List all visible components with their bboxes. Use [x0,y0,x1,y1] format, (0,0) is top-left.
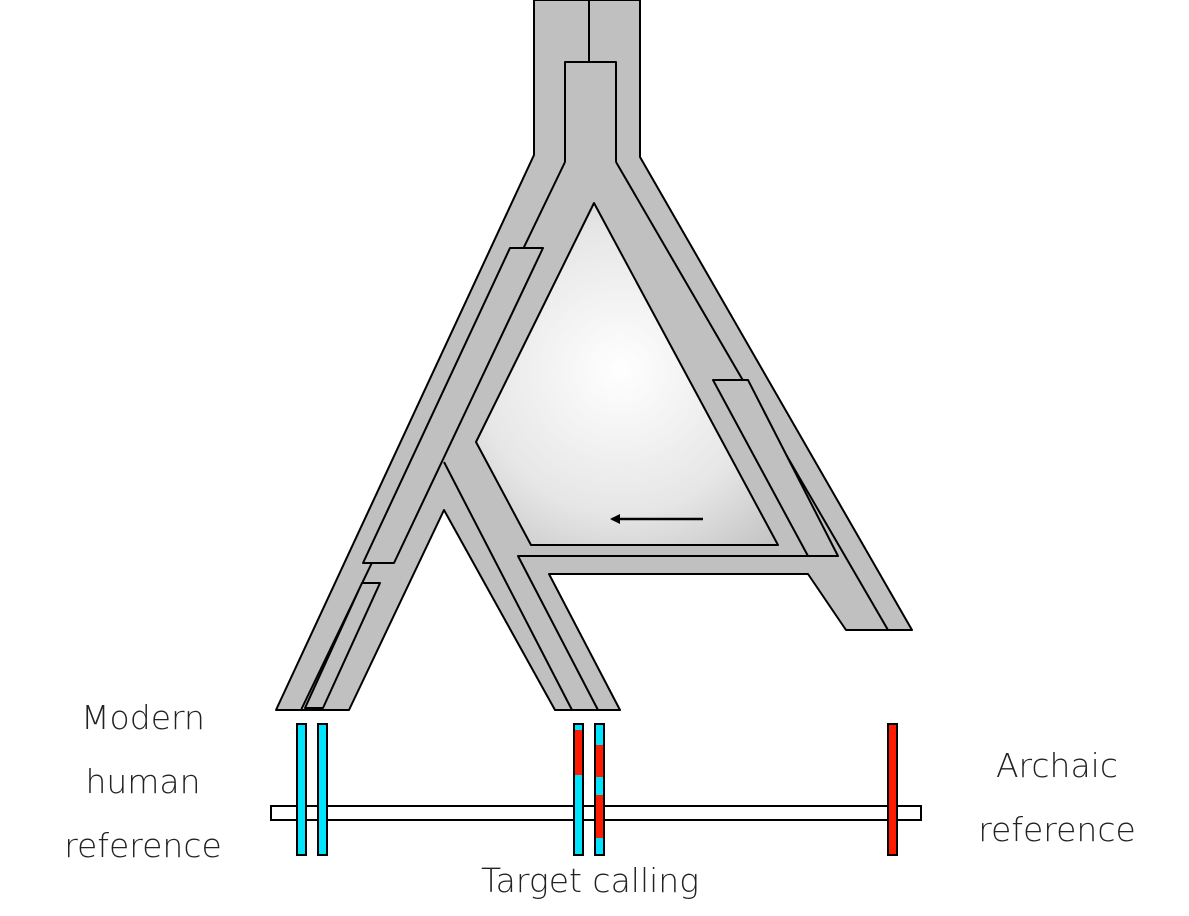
target-calling-label: Target calling [480,861,700,900]
inner-region [475,202,779,546]
modern-reference-segment [296,723,307,856]
label-line: reference [64,826,222,865]
target-segment-2 [594,723,605,856]
modern-human-reference-label: Modern human reference [48,686,238,878]
strip-left-upper [362,247,544,564]
strip-right [712,379,839,557]
archaic-reference-label: Archaic reference [962,734,1152,862]
label-line: reference [978,810,1136,849]
archaic-reference-segment [887,723,898,856]
strip-left-lower [304,582,381,709]
modern-reference-segment [317,723,328,856]
label-line: human [85,762,201,801]
label-line: Modern [81,698,205,737]
label-line: Archaic [995,746,1118,785]
target-segment-1 [573,723,584,856]
